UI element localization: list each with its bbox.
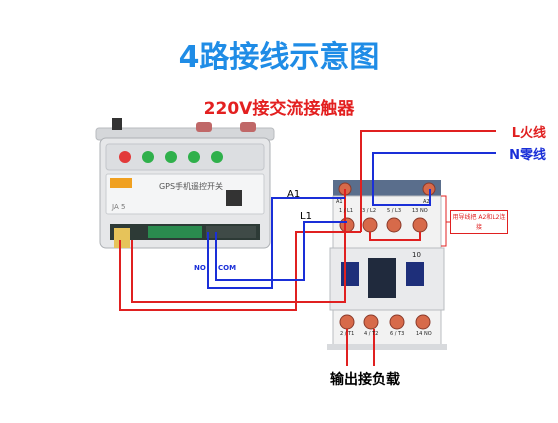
module-led-green-4 (211, 151, 223, 163)
blue-a1-wire (207, 197, 347, 289)
terminal-label-13no: 13 NO (412, 208, 428, 214)
terminal-l1-top (339, 217, 355, 233)
terminal-label-t1: 2 / T1 (340, 331, 355, 337)
terminal-label-l3: 5 / L3 (387, 208, 402, 214)
module-logo (110, 178, 132, 188)
note-connector (441, 195, 450, 247)
module-terminal-block-yellow (114, 228, 130, 248)
neutral-wire-label: N零线 (509, 148, 546, 163)
a1-wire-label: A1 (287, 189, 301, 200)
com-terminal-label: COM (218, 264, 237, 272)
wiring-note: 用导线把 A2和L2连接 (450, 210, 508, 234)
red-a1-wire (131, 189, 421, 303)
terminal-l3-top (386, 217, 402, 233)
terminal-label-a1: A1 (336, 199, 343, 205)
contactor-window-right (406, 262, 424, 286)
contactor-base-rail (327, 344, 447, 350)
terminal-14no-bottom (415, 314, 431, 330)
contactor-window-left (341, 262, 359, 286)
live-wire (119, 130, 496, 311)
module-antenna-base (112, 118, 122, 130)
contactor-plunger (368, 258, 396, 298)
terminal-label-14no: 14 NO (416, 331, 432, 337)
terminal-label-a2: A2 (423, 199, 430, 205)
page-subtitle: 220V接交流接触器 (203, 99, 355, 119)
live-wire-label: L火线 (511, 126, 546, 141)
module-title: GPS手机遥控开关 (158, 182, 224, 191)
module-red-knob-2 (240, 122, 256, 132)
neutral-wire (372, 152, 496, 206)
load-output-wires (346, 329, 375, 366)
terminal-t1-bottom (339, 314, 355, 330)
terminal-13no-top (412, 217, 428, 233)
module-led-red (119, 151, 131, 163)
module-terminal-block-green (148, 226, 202, 238)
module-model: JA 5 (112, 203, 126, 211)
terminal-label-l2: 3 / L2 (362, 208, 377, 214)
terminal-l2-top (362, 217, 378, 233)
module-led-green-1 (142, 151, 154, 163)
terminal-label-t3: 6 / T3 (390, 331, 405, 337)
relay-module (95, 118, 275, 249)
terminal-t2-bottom (363, 314, 379, 330)
terminal-label-l1: 1 / L1 (339, 208, 354, 214)
module-red-knob-1 (196, 122, 212, 132)
terminal-label-t2: 4 / T2 (364, 331, 379, 337)
no-terminal-label: NO (194, 264, 206, 272)
module-face (105, 143, 265, 171)
contactor-rating: 10 (412, 251, 421, 259)
module-label-plate (105, 173, 265, 215)
l1-wire-label: L1 (300, 211, 312, 222)
terminal-t3-bottom (389, 314, 405, 330)
load-output-label: 输出接负载 (330, 372, 400, 388)
module-terminal-block-right (206, 226, 256, 238)
module-qr-code (226, 190, 242, 206)
module-led-green-2 (165, 151, 177, 163)
module-led-green-3 (188, 151, 200, 163)
page-title: 4路接线示意图 (178, 40, 380, 75)
